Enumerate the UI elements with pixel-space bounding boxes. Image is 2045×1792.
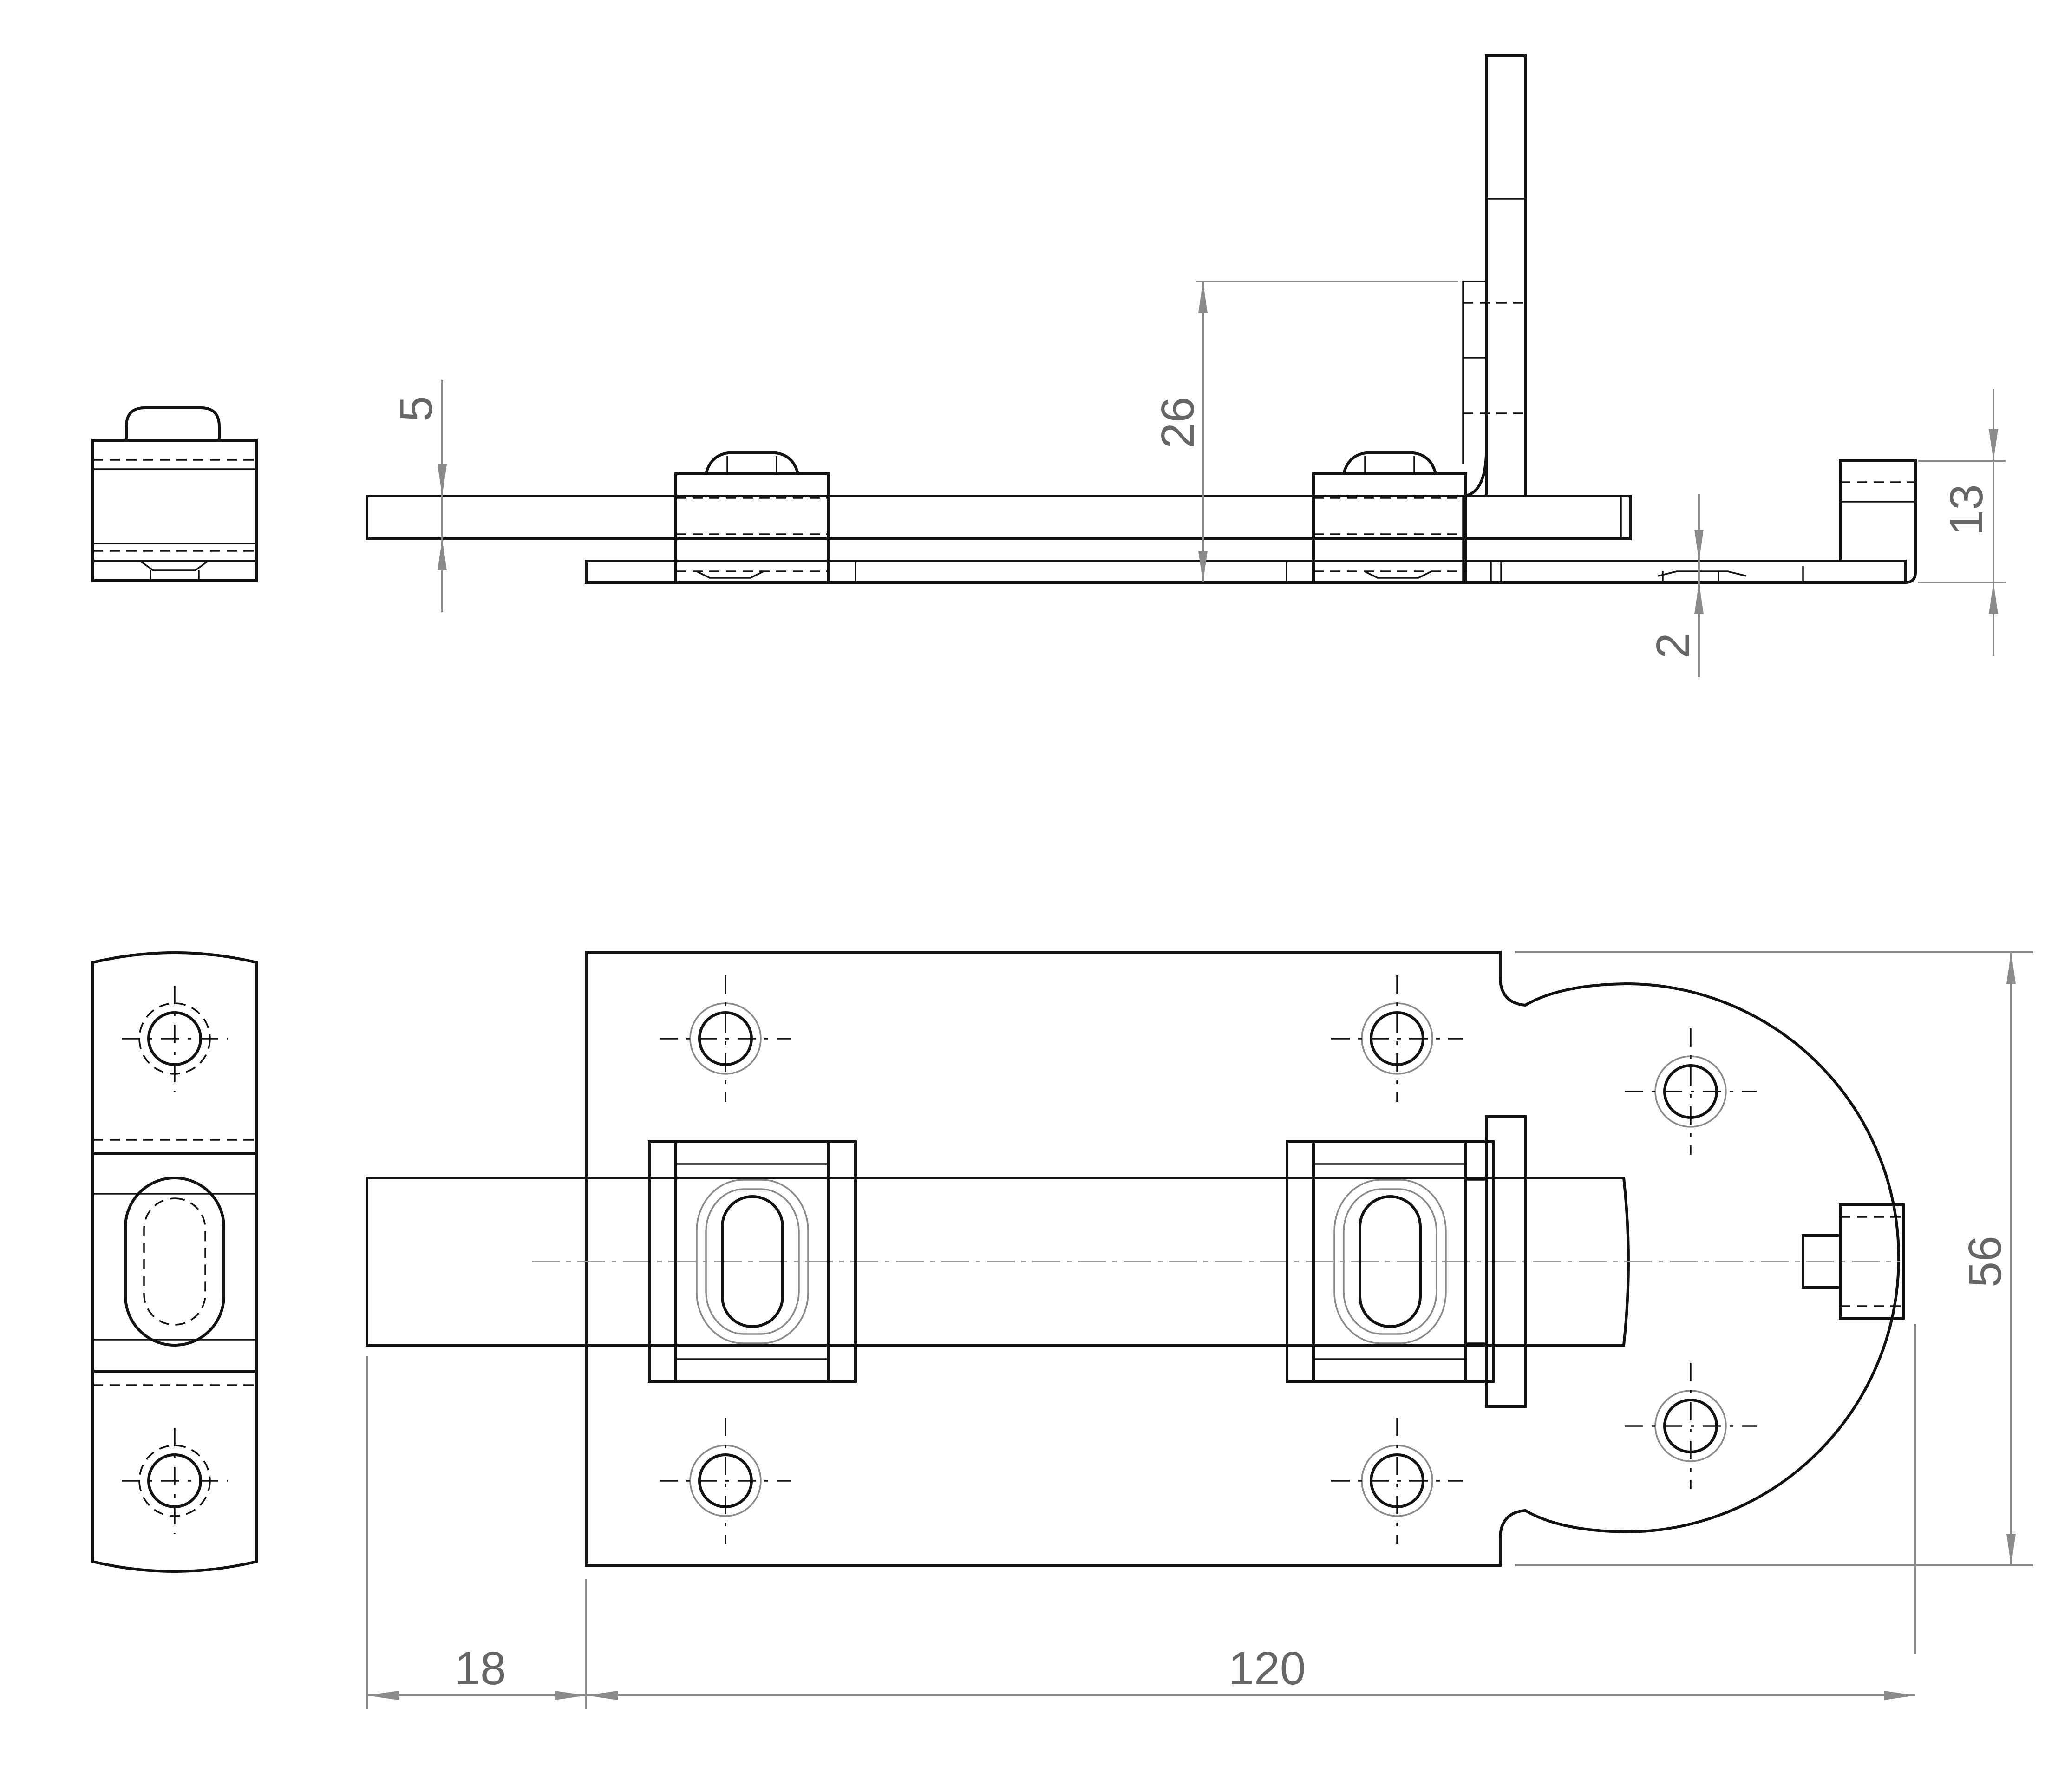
dimension-keeper-height: 13 xyxy=(1918,389,2006,656)
left-guide-staple xyxy=(648,1140,857,1383)
dimension-horizontal: 18 120 xyxy=(366,1356,1915,1709)
dimension-label-13: 13 xyxy=(1940,484,1993,536)
dimension-label-120: 120 xyxy=(1228,1642,1306,1694)
dimension-overall-height: 56 xyxy=(1515,951,2033,1654)
bolt-side-view xyxy=(366,54,1917,584)
dimension-label-26: 26 xyxy=(1152,397,1204,448)
right-guide-staple xyxy=(1286,1140,1495,1383)
dimension-label-5: 5 xyxy=(390,396,442,422)
dimension-bolt-thickness: 5 xyxy=(390,380,447,612)
plate-screw-hole-1 xyxy=(660,975,791,1102)
plate-screw-hole-2 xyxy=(1331,975,1463,1102)
end-catch xyxy=(1802,1203,1905,1320)
keeper-screw-hole-bottom xyxy=(122,1428,228,1534)
dimension-plate-thickness: 2 xyxy=(1647,494,1704,677)
plate-screw-hole-5 xyxy=(1625,1028,1757,1155)
keeper-side-view xyxy=(91,406,258,582)
dimension-label-2: 2 xyxy=(1647,633,1699,659)
plate-screw-hole-3 xyxy=(660,1418,791,1544)
keeper-front-view xyxy=(91,951,258,1573)
dimension-label-56: 56 xyxy=(1959,1236,2011,1287)
keeper-screw-hole-top xyxy=(122,986,228,1092)
plate-screw-hole-4 xyxy=(1331,1418,1463,1544)
bolt-front-view xyxy=(366,951,1905,1567)
plate-screw-hole-6 xyxy=(1625,1363,1757,1489)
dimension-label-18: 18 xyxy=(454,1642,506,1694)
dimension-bolt-height: 26 xyxy=(1152,281,1458,582)
bolt-handle xyxy=(1485,1115,1527,1408)
